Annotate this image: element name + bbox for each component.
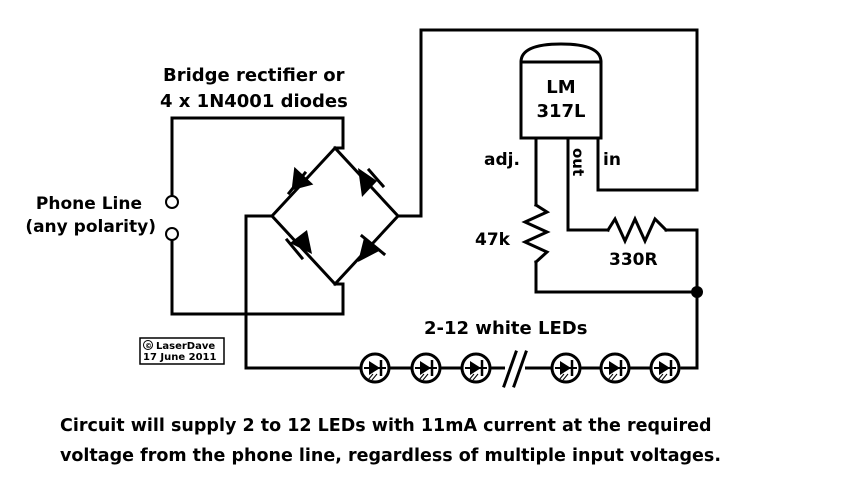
bridge-rectifier bbox=[269, 145, 401, 287]
leds-label: 2-12 white LEDs bbox=[424, 318, 587, 339]
led-1 bbox=[359, 352, 391, 384]
diode-top-left bbox=[286, 166, 314, 196]
led-6 bbox=[649, 352, 681, 384]
copyright-symbol-icon bbox=[143, 340, 153, 350]
diode-bottom-left bbox=[284, 230, 312, 261]
resistor-47k bbox=[521, 202, 551, 265]
chain-break-marks bbox=[502, 350, 528, 388]
phone-terminal-1 bbox=[165, 195, 179, 209]
rectifier-label-line1: Bridge rectifier or bbox=[163, 65, 345, 86]
resistor-330r bbox=[605, 215, 669, 245]
copyright-symbol: © bbox=[145, 342, 152, 350]
led-3 bbox=[460, 352, 492, 384]
junction-dot bbox=[691, 286, 703, 298]
copyright-box bbox=[139, 337, 225, 365]
caption-line2: voltage from the phone line, regardless … bbox=[60, 446, 721, 466]
regulator-label-line2: 317L bbox=[536, 101, 585, 122]
copyright-date: 17 June 2011 bbox=[143, 352, 216, 363]
rectifier-label-line2: 4 x 1N4001 diodes bbox=[160, 91, 348, 112]
pin-adj-label: adj. bbox=[484, 150, 520, 170]
phone-line-label: Phone Line bbox=[36, 194, 142, 214]
regulator-label-line1: LM bbox=[546, 77, 575, 98]
resistor-47k-label: 47k bbox=[475, 230, 511, 250]
phone-terminal-2 bbox=[165, 227, 179, 241]
pin-in-label: in bbox=[603, 150, 621, 170]
resistor-330r-label: 330R bbox=[609, 250, 658, 270]
pin-out-label: out bbox=[569, 148, 587, 176]
regulator-lm317l bbox=[519, 42, 603, 147]
wires bbox=[170, 28, 699, 370]
led-2 bbox=[410, 352, 442, 384]
diode-top-right bbox=[358, 167, 386, 197]
phone-polarity-label: (any polarity) bbox=[25, 217, 156, 237]
led-5 bbox=[599, 352, 631, 384]
diode-bottom-right bbox=[358, 233, 387, 262]
caption-line1: Circuit will supply 2 to 12 LEDs with 11… bbox=[60, 416, 712, 436]
led-4 bbox=[550, 352, 582, 384]
copyright-author: LaserDave bbox=[156, 341, 215, 352]
led-chain bbox=[359, 352, 681, 384]
